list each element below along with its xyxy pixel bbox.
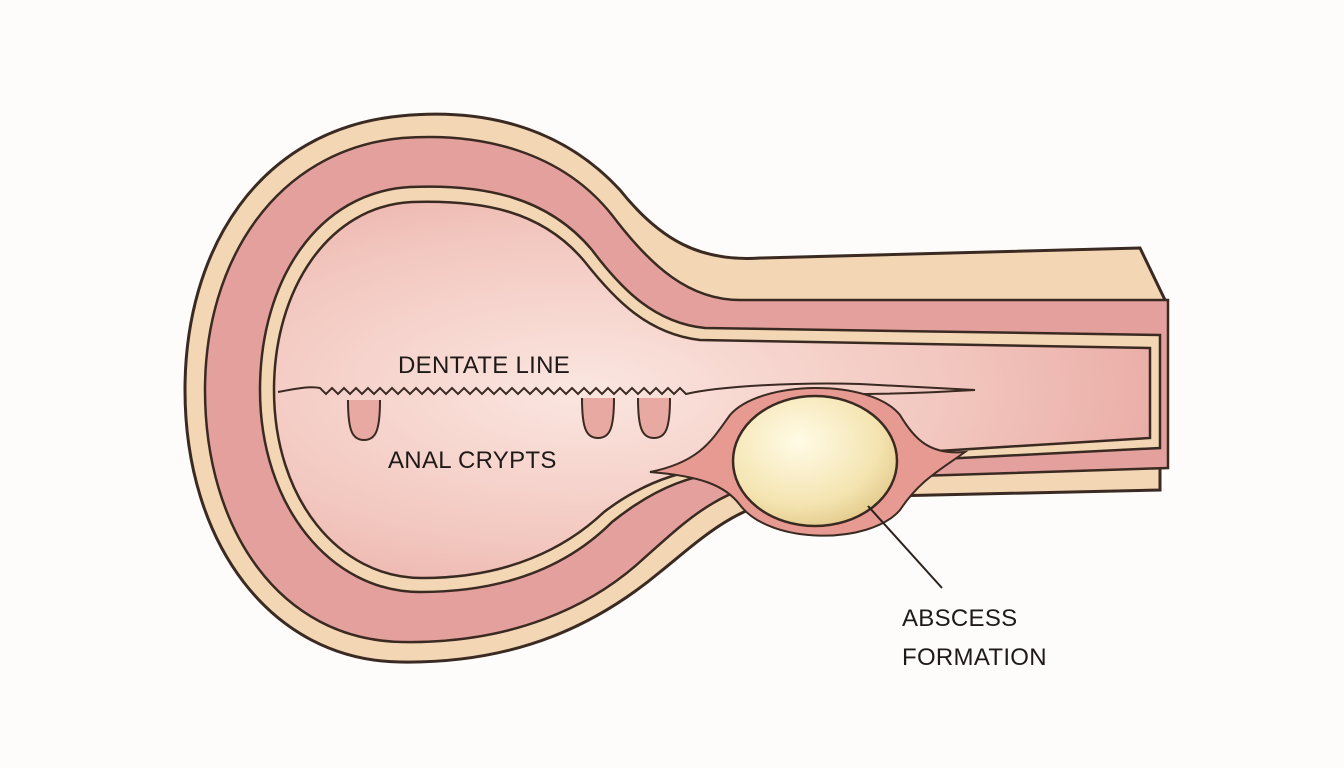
label-abscess-line1: ABSCESS [902,605,1017,632]
anal-crypt [347,399,381,442]
dentate-line [277,382,976,396]
label-dentate-line: DENTATE LINE [398,352,570,379]
anal-crypt [581,397,615,440]
anal-crypt [637,397,671,440]
abscess-leader-line [867,505,943,589]
label-abscess-line2: FORMATION [902,644,1047,671]
abscess [731,394,899,528]
label-anal-crypts: ANAL CRYPTS [388,447,557,474]
